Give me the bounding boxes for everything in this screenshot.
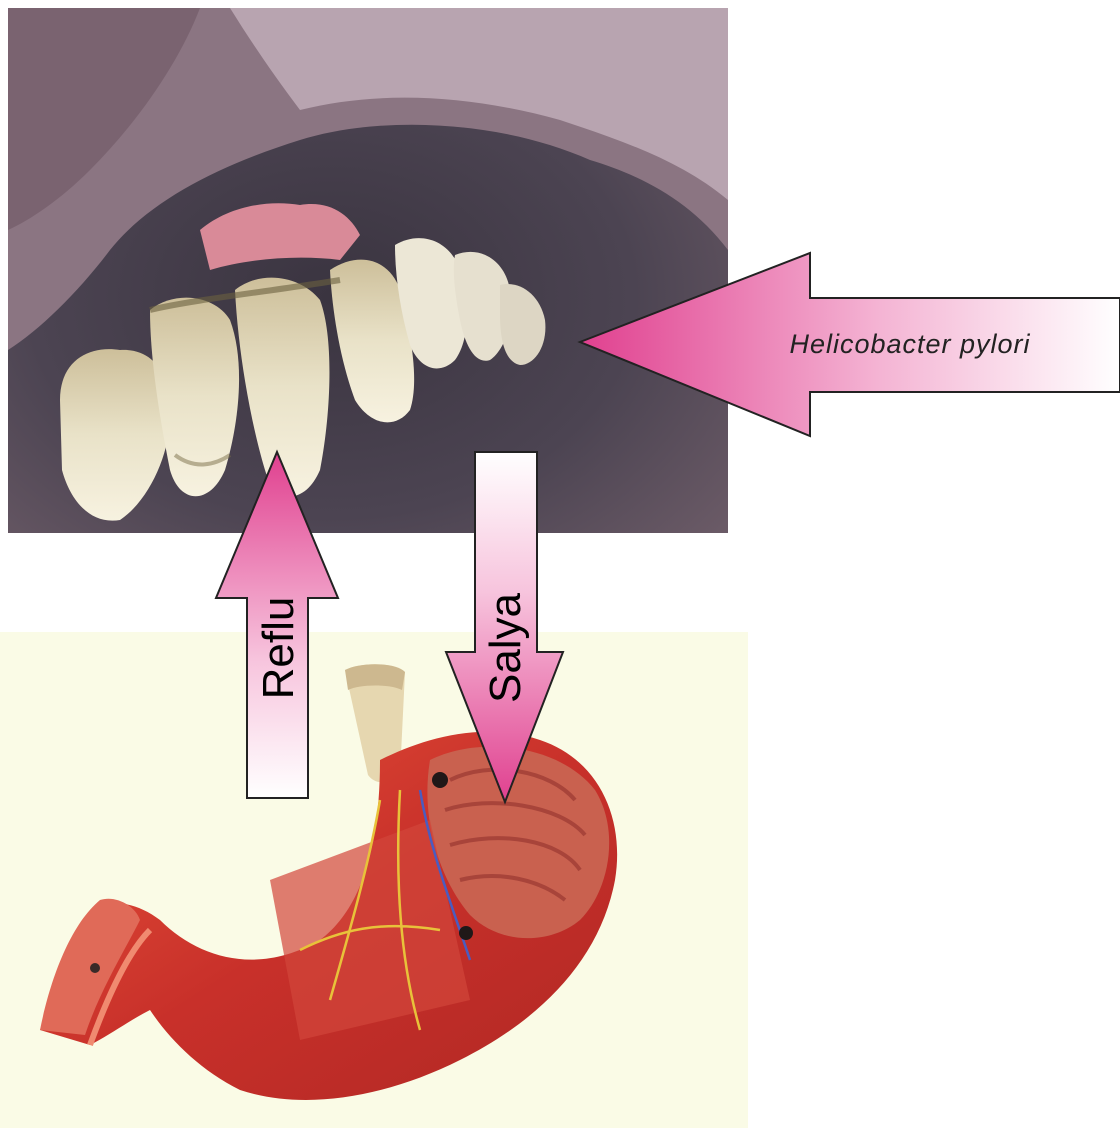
stomach-model-photo — [0, 632, 748, 1128]
mouth-teeth-photo — [8, 8, 728, 533]
reflux-label: Reflu — [254, 597, 303, 700]
saliva-label: Salya — [481, 592, 530, 703]
helicobacter-label: Helicobacter pylori — [789, 329, 1030, 359]
